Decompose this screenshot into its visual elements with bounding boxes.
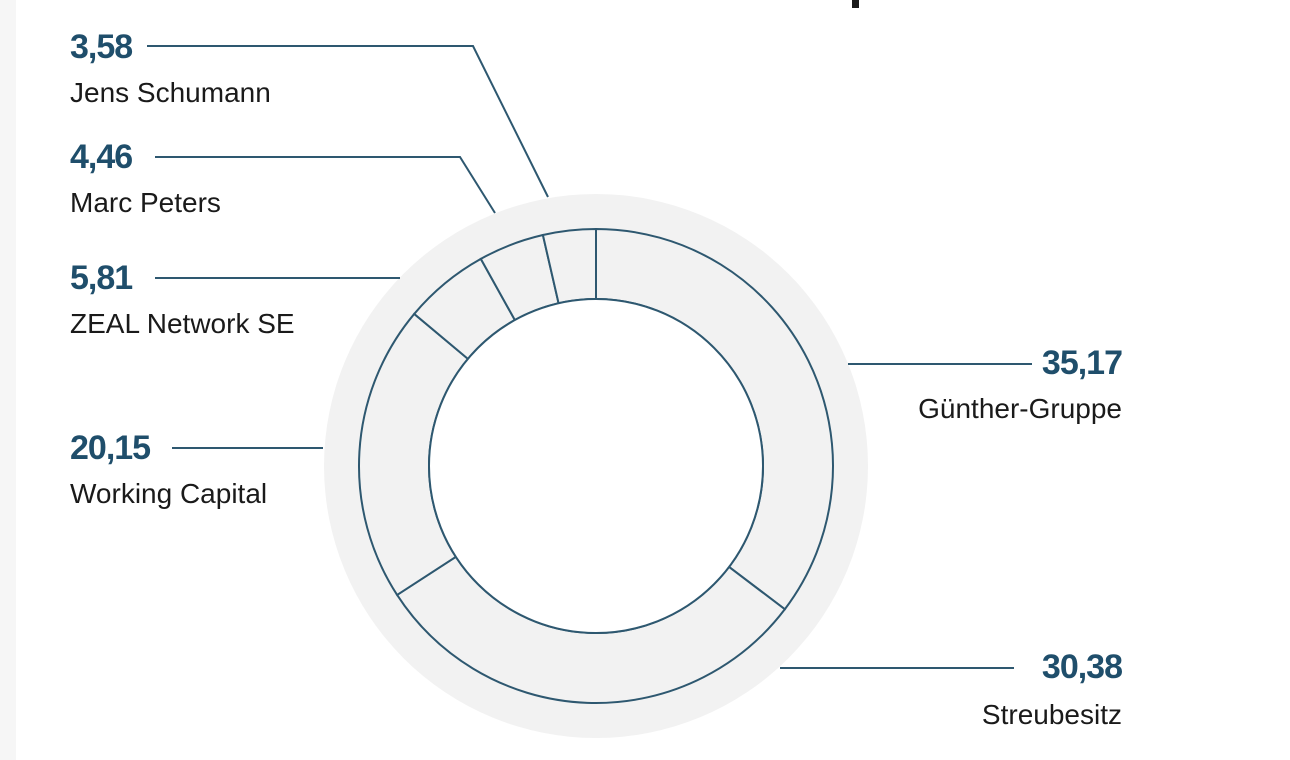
callout-lines <box>147 45 1032 669</box>
callout-line-marc-peters <box>155 156 496 214</box>
value-label-streubesitz: 30,38 <box>1042 648 1122 686</box>
cropped-title-fragment <box>852 0 859 8</box>
page-left-edge <box>0 0 16 760</box>
value-label-jens-schumann: 3,58 <box>70 28 132 66</box>
donut-hole <box>428 298 764 634</box>
series-label-guenther-gruppe: Günther-Gruppe <box>918 393 1122 424</box>
series-label-zeal-network: ZEAL Network SE <box>70 308 295 339</box>
series-label-streubesitz: Streubesitz <box>982 699 1122 730</box>
series-label-jens-schumann: Jens Schumann <box>70 77 271 108</box>
value-label-marc-peters: 4,46 <box>70 138 132 176</box>
series-label-working-capital: Working Capital <box>70 478 267 509</box>
value-label-working-capital: 20,15 <box>70 429 150 467</box>
callout-line-jens-schumann <box>147 45 549 198</box>
donut-slices <box>358 227 834 704</box>
series-label-marc-peters: Marc Peters <box>70 187 221 218</box>
value-label-zeal-network: 5,81 <box>70 259 132 297</box>
value-label-guenther-gruppe: 35,17 <box>1042 344 1122 382</box>
